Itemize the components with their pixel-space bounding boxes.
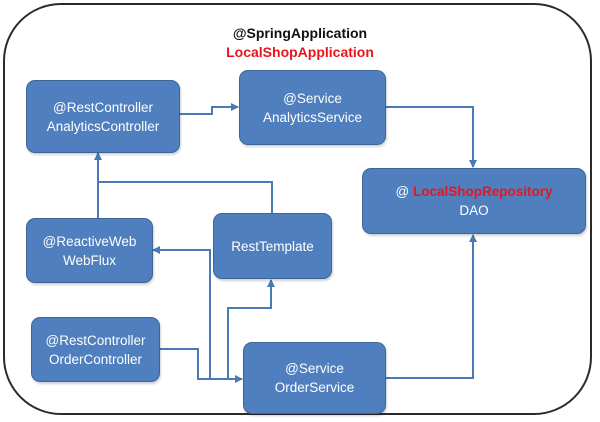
analytics-controller-name: AnalyticsController xyxy=(46,118,160,134)
repository-node: @ LocalShopRepository DAO xyxy=(362,168,586,234)
order-controller-annotation: @RestController xyxy=(45,332,146,348)
edge-order-controller-to-order-service xyxy=(160,348,243,383)
order-controller-node: @RestController OrderController xyxy=(31,317,160,382)
analytics-service-annotation: @Service xyxy=(283,90,342,106)
analytics-controller-node: @RestController AnalyticsController xyxy=(26,80,180,153)
order-service-node: @Service OrderService xyxy=(243,342,386,414)
repository-type: DAO xyxy=(459,203,489,218)
repository-name: LocalShopRepository xyxy=(412,184,553,199)
analytics-service-name: AnalyticsService xyxy=(262,109,363,125)
analytics-service-node: @Service AnalyticsService xyxy=(239,70,386,145)
reactive-web-annotation: @ReactiveWeb xyxy=(42,233,137,249)
edge-analytics-controller-to-analytics-service xyxy=(180,103,239,115)
edge-analytics-service-to-repository xyxy=(386,106,477,168)
application-name: LocalShopApplication xyxy=(226,44,374,60)
edge-rest-template-to-analytics-controller xyxy=(98,181,273,213)
reactive-web-name: WebFlux xyxy=(62,252,117,268)
analytics-controller-annotation: @RestController xyxy=(53,99,153,115)
spring-application-annotation: @SpringApplication xyxy=(232,25,368,41)
repository-title: @ LocalShopRepository xyxy=(396,182,553,201)
edge-order-service-to-repository xyxy=(386,234,477,379)
rest-template-node: RestTemplate xyxy=(213,213,332,279)
rest-template-name: RestTemplate xyxy=(231,238,314,254)
application-boundary xyxy=(3,3,592,415)
order-service-annotation: @Service xyxy=(285,361,344,376)
edge-order-service-to-rest-template xyxy=(227,279,275,380)
reactive-web-node: @ReactiveWeb WebFlux xyxy=(26,218,153,283)
repository-annotation-prefix: @ xyxy=(395,184,413,199)
edge-order-service-to-reactive-web xyxy=(152,246,211,380)
order-controller-name: OrderController xyxy=(48,351,143,367)
order-service-name: OrderService xyxy=(274,380,355,395)
